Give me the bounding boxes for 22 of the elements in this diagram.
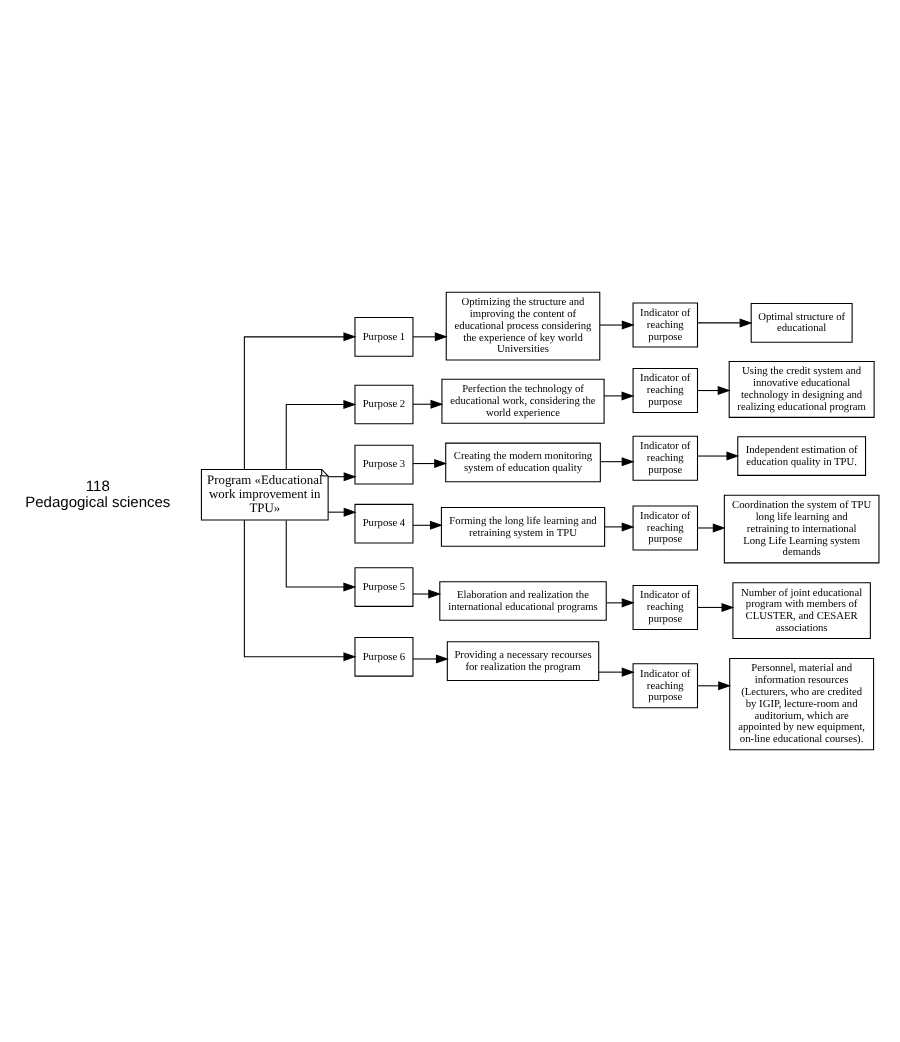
arrow [603,391,635,401]
arrow [697,386,731,396]
arrow [327,507,357,517]
arrow [412,459,448,469]
arrow [285,519,357,592]
arrow [285,400,357,470]
arrow [697,523,726,533]
arrow [243,519,357,662]
arrow [327,472,357,482]
arrow [412,589,442,599]
arrow [604,522,635,532]
arrow [606,598,635,608]
arrow [697,451,740,461]
arrow [697,602,735,612]
arrow [598,667,635,677]
arrow [412,332,448,342]
arrow [697,681,732,691]
arrow [243,332,357,470]
arrow [412,654,449,664]
arrow [599,457,635,467]
arrow [697,318,753,328]
arrow [599,320,635,330]
